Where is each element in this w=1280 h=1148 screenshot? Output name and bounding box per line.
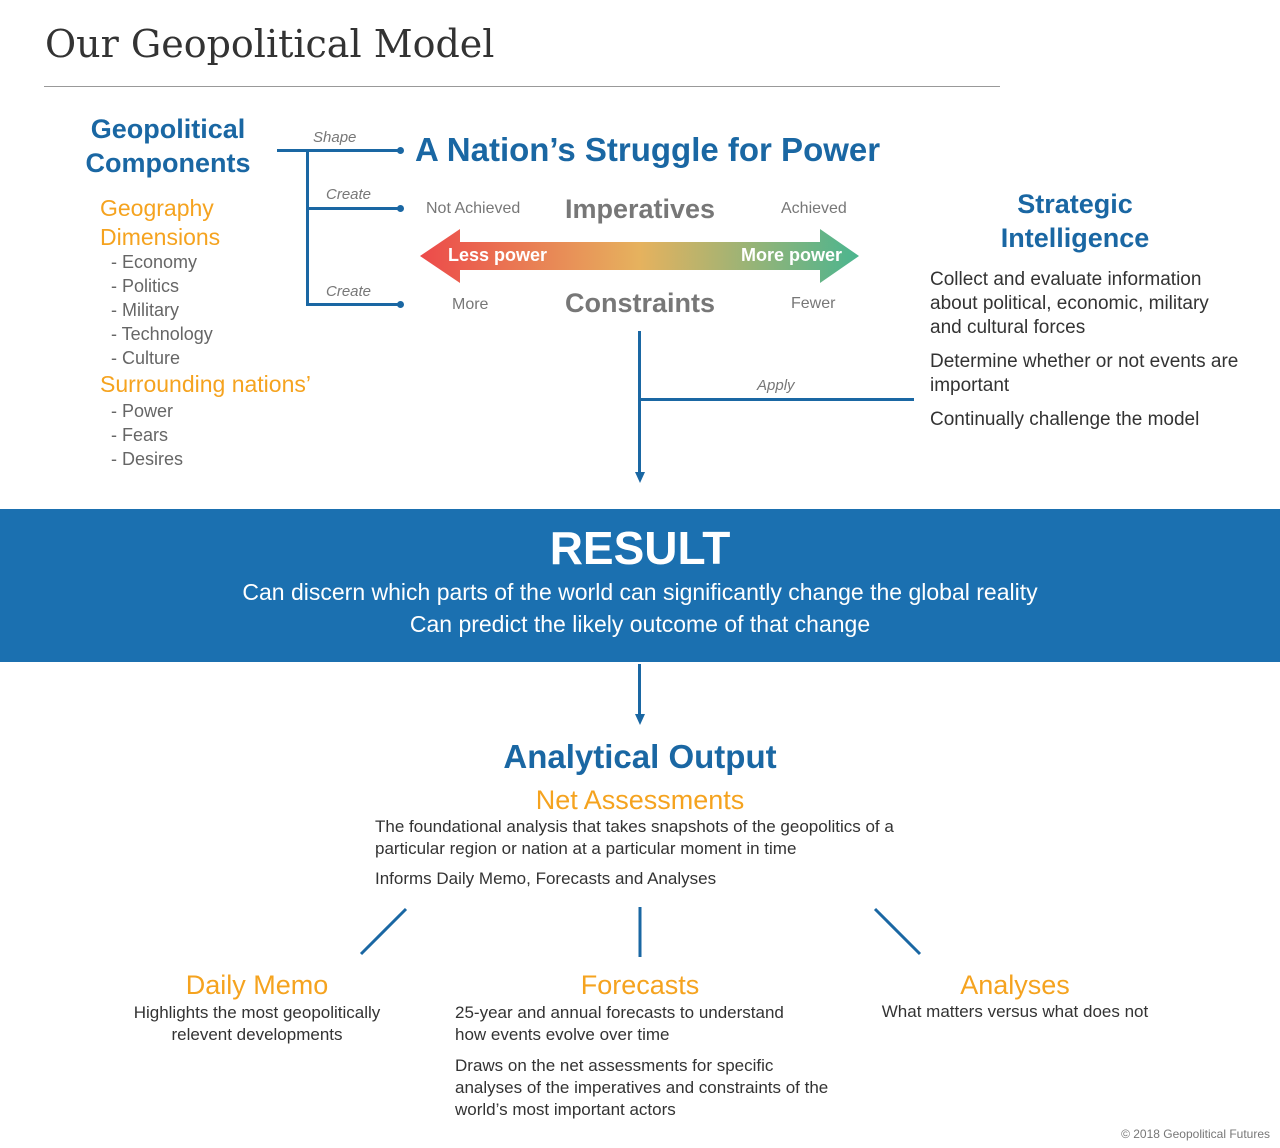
list-item: - Economy [111, 252, 198, 272]
more-power-label: More power [741, 245, 843, 265]
less-power-label: Less power [448, 245, 548, 265]
components-heading-1: Geopolitical [90, 114, 246, 144]
list-item: - Fears [111, 425, 169, 445]
output-heading: Analytical Output [503, 738, 777, 775]
geography: Geography [100, 195, 214, 221]
net-assessments-informs: Informs Daily Memo, Forecasts and Analys… [375, 869, 717, 888]
result-band: RESULT Can discern which parts of the wo… [0, 509, 1280, 662]
connector-create1 [306, 207, 401, 210]
arrow-down-line [638, 664, 641, 719]
result-line2: Can predict the likely outcome of that c… [409, 611, 871, 637]
imperatives-label: Imperatives [564, 194, 716, 224]
arrow-down-line [638, 331, 641, 477]
divider [44, 86, 1000, 87]
result-heading: RESULT [549, 522, 731, 574]
components-heading: Geopolitical Components [70, 112, 266, 180]
not-achieved-label: Not Achieved [426, 200, 521, 217]
list-item: - Power [111, 401, 174, 421]
dimensions: Dimensions [100, 224, 221, 250]
connector-create2 [306, 303, 401, 306]
intel-p1: Collect and evaluate information about p… [930, 269, 1209, 338]
list-item: - Desires [111, 449, 184, 469]
intel-text: Collect and evaluate information about p… [930, 268, 1240, 432]
result-line1: Can discern which parts of the world can… [242, 579, 1038, 605]
page-title: Our Geopolitical Model [45, 22, 495, 66]
net-assessments-title: Net Assessments [535, 785, 745, 815]
dimension-list: - Economy - Politics - Military - Techno… [111, 250, 213, 370]
intel-heading-2: Intelligence [1000, 223, 1150, 253]
apply-label: Apply [757, 377, 795, 394]
intel-p3: Continually challenge the model [930, 409, 1200, 430]
constraints-label: Constraints [564, 288, 716, 318]
geography-label: Geography Dimensions [100, 194, 220, 252]
shape-label: Shape [313, 129, 357, 146]
connector-shape [277, 149, 401, 152]
analyses-text: What matters versus what does not [881, 1002, 1149, 1021]
forecasts-text-1: 25-year and annual forecasts to understa… [455, 1003, 784, 1044]
components-heading-2: Components [85, 148, 251, 178]
struggle-title: A Nation’s Struggle for Power [415, 131, 881, 168]
arrow-down-icon [635, 472, 645, 483]
arrow-down-icon [635, 714, 645, 725]
create-label: Create [326, 283, 372, 300]
connector-apply [639, 398, 914, 401]
branch-lines [359, 907, 922, 957]
copyright: © 2018 Geopolitical Futures [1121, 1127, 1270, 1141]
intel-heading: Strategic Intelligence [975, 187, 1175, 255]
daily-memo-text: Highlights the most geopolitically relev… [133, 1003, 381, 1044]
more-label: More [452, 296, 489, 313]
intel-p2: Determine whether or not events are impo… [930, 351, 1239, 396]
list-item: - Politics [111, 276, 180, 296]
dot [397, 147, 404, 154]
power-arrow [420, 229, 859, 283]
list-item: - Culture [111, 348, 181, 368]
daily-memo-title: Daily Memo [185, 970, 329, 1000]
achieved-label: Achieved [781, 200, 847, 217]
dot [397, 301, 404, 308]
surrounding-nations: Surrounding nations’ [100, 371, 311, 397]
list-item: - Technology [111, 324, 213, 344]
dot [397, 205, 404, 212]
fewer-label: Fewer [791, 295, 836, 312]
create-label: Create [326, 186, 372, 203]
net-assessments-text: The foundational analysis that takes sna… [375, 817, 894, 858]
list-item: - Military [111, 300, 179, 320]
connector-vertical [306, 150, 309, 306]
forecasts-text-2: Draws on the net assessments for specifi… [455, 1056, 829, 1119]
intel-heading-1: Strategic [1017, 189, 1133, 219]
forecasts-title: Forecasts [580, 970, 700, 1000]
surrounding-list: - Power - Fears - Desires [111, 399, 183, 471]
analyses-title: Analyses [960, 970, 1070, 1000]
